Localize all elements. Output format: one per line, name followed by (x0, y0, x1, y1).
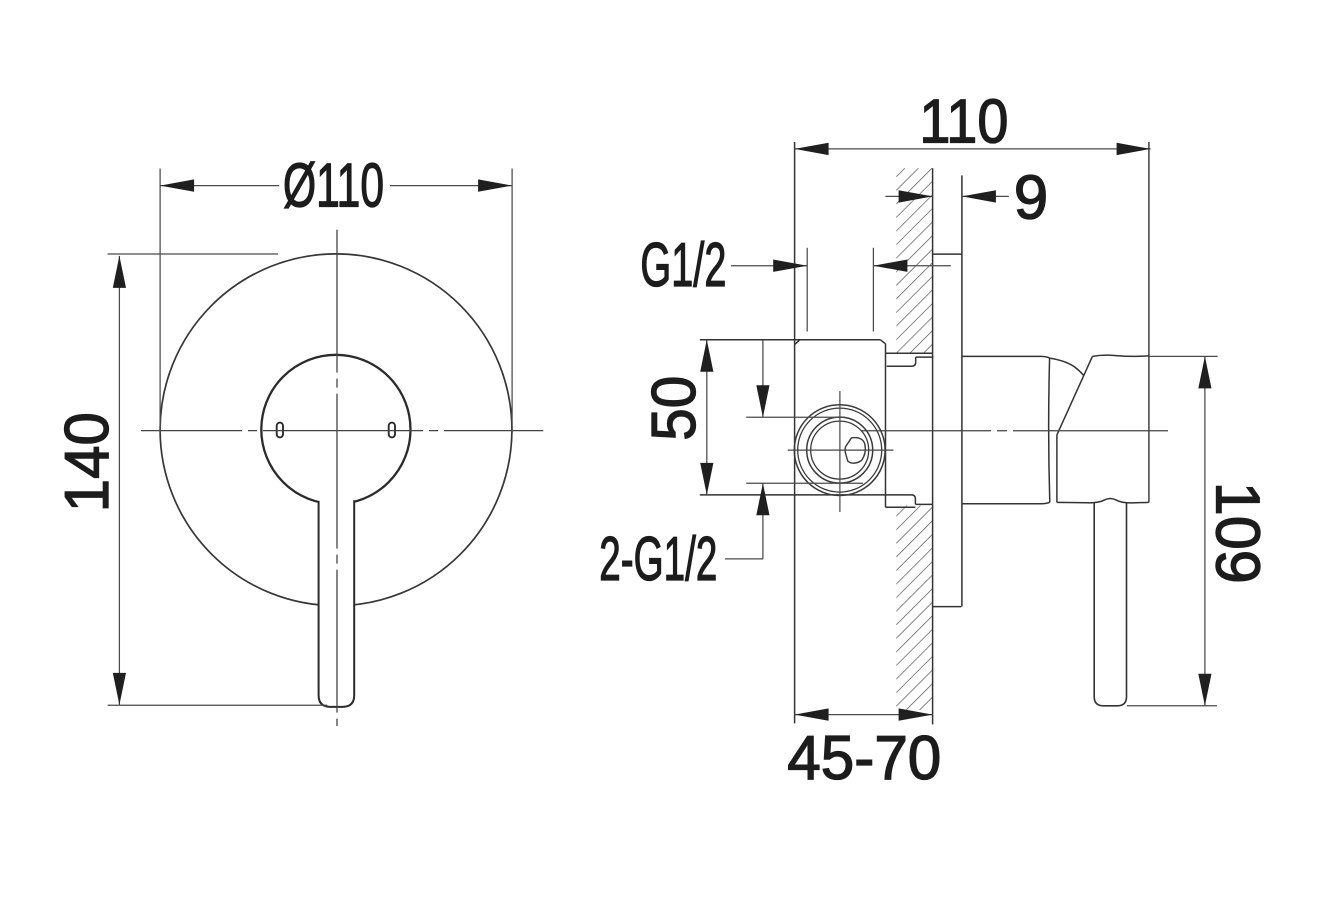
svg-text:2-G1/2: 2-G1/2 (599, 525, 717, 594)
svg-text:50: 50 (640, 376, 709, 441)
svg-text:45-70: 45-70 (787, 724, 941, 793)
svg-text:Ø110: Ø110 (283, 152, 384, 221)
svg-text:G1/2: G1/2 (640, 231, 726, 300)
svg-text:140: 140 (53, 412, 122, 512)
svg-text:9: 9 (1014, 164, 1048, 233)
svg-text:110: 110 (919, 87, 1008, 156)
svg-text:109: 109 (1203, 482, 1272, 584)
